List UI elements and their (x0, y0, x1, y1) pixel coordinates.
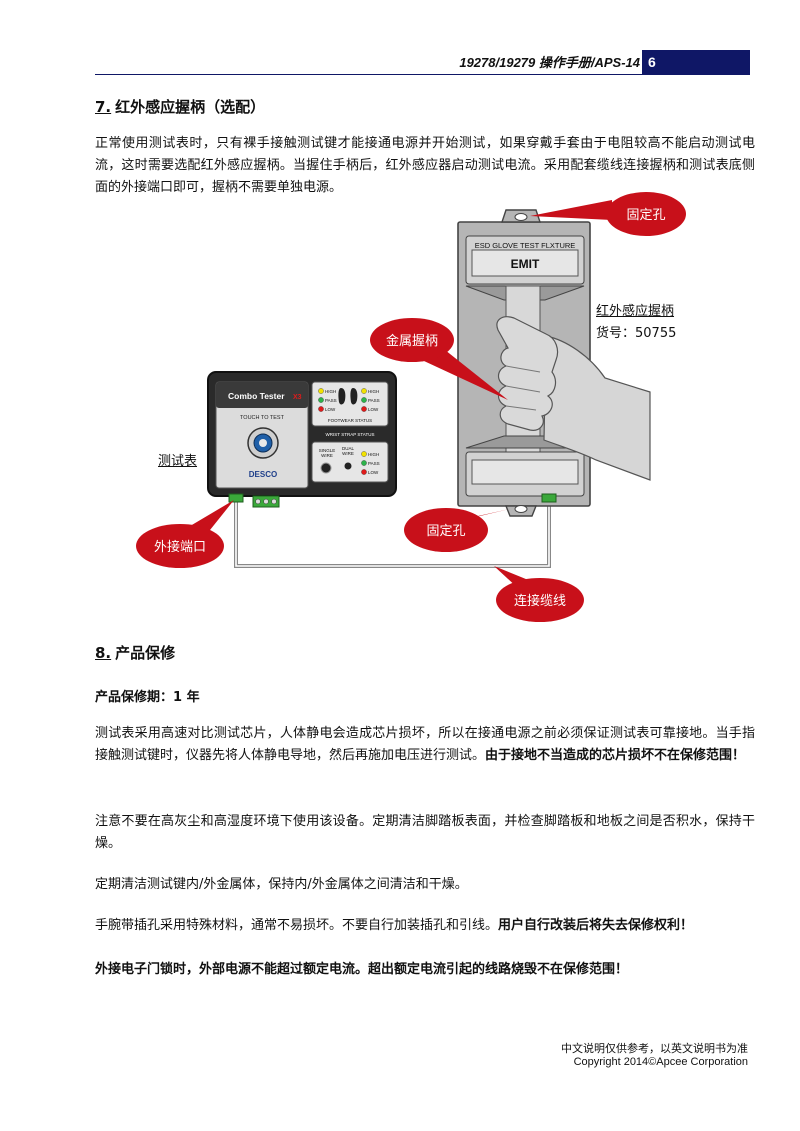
callout-pointer (530, 200, 612, 220)
glove-fingers (496, 316, 559, 431)
section-7-heading: 7.红外感应握柄（选配） (95, 96, 265, 117)
grip-name-label: 红外感应握柄 (596, 304, 675, 319)
ws-low-label: LOW (368, 470, 379, 475)
header-rule (95, 74, 750, 75)
tester-brand: Combo Tester (228, 391, 285, 401)
external-port-connector (228, 493, 244, 503)
finger-lines (505, 365, 541, 411)
fw-high-label: HIGH (325, 389, 336, 394)
callout-bubble (136, 524, 224, 568)
section-8-number: 8. (95, 644, 112, 662)
callout-text: 连接缆线 (514, 593, 566, 608)
cable-outer (234, 500, 551, 568)
callout-text: 外接端口 (154, 539, 206, 554)
desco-logo: DESCO (249, 470, 277, 479)
touch-button-center (259, 439, 267, 447)
terminal-screw-1 (255, 498, 261, 505)
warranty-paragraph-4: 手腕带插孔采用特殊材料，通常不易损坏。不要自行加装插孔和引线。用户自行改装后将失… (95, 915, 755, 937)
led-fw-left-low (318, 406, 324, 412)
terminal-screw-2 (263, 498, 269, 505)
footwear-status-label: FOOTWEAR STATUS (328, 418, 372, 423)
led-fw-right-high (361, 388, 367, 394)
fw-low-label: LOW (325, 407, 336, 412)
fixing-hole-top (514, 213, 528, 221)
glove-arm (543, 335, 651, 481)
single-wire-label-2: WIRE (321, 453, 333, 458)
led-fw-right-low (361, 406, 367, 412)
warranty-value: 1 年 (173, 690, 200, 705)
section-8-heading: 8.产品保修 (95, 642, 175, 663)
led-fw-left-pass (318, 397, 324, 403)
dual-wire-label-2: WIRE (342, 451, 354, 456)
fixture-top-text: ESD GLOVE TEST FLXTURE (475, 241, 576, 250)
warranty-paragraph-5: 外接电子门锁时，外部电源不能超过额定电流。超出额定电流引起的线路烧毁不在保修范围… (95, 962, 629, 977)
ir-grip-diagram: ESD GLOVE TEST FLXTURE EMIT Combo Tester… (136, 192, 686, 622)
terminal-screw-3 (271, 498, 277, 505)
single-wire-label-1: SINGLE (319, 448, 336, 453)
p4-normal: 手腕带插孔采用特殊材料，通常不易损坏。不要自行加装插孔和引线。 (95, 918, 499, 933)
left-foot-icon (338, 388, 346, 405)
led-fw-left-high (318, 388, 324, 394)
callout-bubble (404, 508, 488, 552)
callout-text: 固定孔 (626, 207, 665, 222)
section-7-number: 7. (95, 98, 112, 116)
combo-tester: Combo Tester X3 TOUCH TO TEST DESCO HIGH… (207, 371, 397, 508)
connecting-cable (235, 500, 550, 567)
callout-text: 金属握柄 (386, 333, 438, 348)
callout-connecting-cable: 连接缆线 (494, 566, 584, 622)
warranty-period: 产品保修期：1 年 (95, 686, 200, 705)
p1-bold: 由于接地不当造成的芯片损坏不在保修范围！ (485, 748, 746, 763)
fw-right-high-label: HIGH (368, 389, 379, 394)
callout-fixing-hole-bottom: 固定孔 (404, 508, 514, 552)
ws-high-label: HIGH (368, 452, 379, 457)
document-title: 19278/19279 操作手册/APS-14 (459, 55, 640, 70)
led-ws-pass (361, 460, 367, 466)
led-fw-right-pass (361, 397, 367, 403)
warranty-label: 产品保修期： (95, 690, 174, 705)
callout-bubble (370, 318, 454, 362)
callout-external-port: 外接端口 (136, 500, 234, 568)
footer-copyright: Copyright 2014©Apcee Corporation (573, 1056, 748, 1068)
callout-text: 固定孔 (426, 523, 465, 538)
section-7-paragraph: 正常使用测试表时，只有裸手接触测试键才能接通电源并开始测试，如果穿戴手套由于电阻… (95, 136, 755, 195)
footer-note: 中文说明仅供参考，以英文说明书为准 (561, 1043, 748, 1055)
section-8-title: 产品保修 (115, 644, 176, 662)
receiver-window (471, 459, 579, 485)
single-wire-jack (320, 462, 332, 474)
callout-pointer (180, 500, 234, 532)
wrist-strap-status-label: WRIST STRAP STATUS (326, 432, 375, 437)
callout-bubble (496, 578, 584, 622)
callout-metal-grip: 金属握柄 (370, 318, 508, 400)
ws-pass-label: PASS (368, 461, 380, 466)
tester-label: 测试表 (158, 454, 198, 469)
tester-brand-strip (216, 382, 308, 408)
section-7-title: 红外感应握柄（选配） (115, 98, 266, 116)
callout-fixing-hole-top: 固定孔 (530, 192, 686, 236)
right-foot-icon (350, 388, 358, 405)
touch-to-test-label: TOUCH TO TEST (240, 415, 285, 421)
led-ws-high (361, 451, 367, 457)
led-ws-low (361, 469, 367, 475)
dual-wire-jack (344, 462, 352, 470)
tester-model-mark: X3 (293, 394, 302, 401)
fw-pass-label: PASS (325, 398, 337, 403)
fw-right-pass-label: PASS (368, 398, 380, 403)
footwear-panel (311, 381, 389, 427)
warranty-paragraph-3: 定期清洁测试键内/外金属体，保持内/外金属体之间清洁和干燥。 (95, 877, 468, 892)
emitter-window (471, 249, 579, 277)
page-number: 6 (642, 50, 750, 74)
dual-wire-label-1: DUAL (342, 446, 355, 451)
emit-label: EMIT (511, 257, 540, 271)
wrist-strap-panel (311, 441, 389, 483)
p4-bold: 用户自行改装后将失去保修权利！ (498, 918, 694, 933)
p1-normal: 测试表采用高速对比测试芯片，人体静电会造成芯片损坏，所以在接通电源之前必须保证测… (95, 726, 755, 763)
fixing-hole-bottom (514, 505, 528, 513)
part-number-label: 货号：50755 (596, 326, 677, 341)
fixture-cable-connector (541, 493, 557, 503)
warranty-paragraph-2: 注意不要在高灰尘和高湿度环境下使用该设备。定期清洁脚踏板表面，并检查脚踏板和地板… (95, 814, 755, 851)
gloved-hand (496, 316, 651, 481)
fw-right-low-label: LOW (368, 407, 379, 412)
warranty-paragraph-1: 测试表采用高速对比测试芯片，人体静电会造成芯片损坏，所以在接通电源之前必须保证测… (95, 723, 755, 767)
callout-bubble (606, 192, 686, 236)
